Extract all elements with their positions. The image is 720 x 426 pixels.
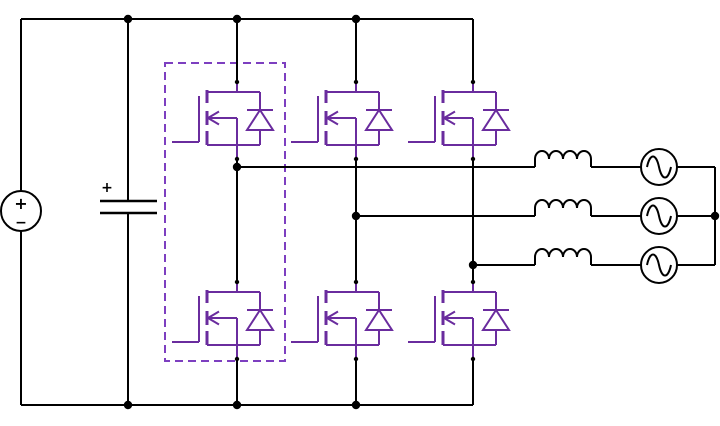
capacitor-plus-label: + bbox=[101, 180, 113, 196]
mosfet-q6-leg3-low bbox=[406, 278, 511, 363]
junction-dot bbox=[468, 260, 478, 270]
junction-dot bbox=[123, 14, 133, 24]
mosfet-q1-leg1-high bbox=[170, 78, 275, 163]
inductor-phase-c bbox=[534, 248, 592, 265]
sine-wave-icon bbox=[646, 155, 672, 179]
mosfet-q5-leg3-high bbox=[406, 78, 511, 163]
sine-wave-icon bbox=[646, 253, 672, 277]
ac-source-phase-c bbox=[640, 246, 678, 284]
mosfet-q3-leg2-high bbox=[289, 78, 394, 163]
junction-dot bbox=[351, 211, 361, 221]
ac-source-circle bbox=[640, 197, 678, 235]
junction-dots bbox=[123, 14, 720, 410]
junction-dot bbox=[232, 14, 242, 24]
junction-dot bbox=[232, 400, 242, 410]
dc-source-plus-label: + bbox=[14, 194, 27, 213]
junction-dot bbox=[351, 14, 361, 24]
junction-dot bbox=[123, 400, 133, 410]
ac-source-circle bbox=[640, 246, 678, 284]
inductor-phase-a bbox=[534, 150, 592, 167]
sine-wave-icon bbox=[646, 204, 672, 228]
inductor-phase-b bbox=[534, 199, 592, 216]
dc-link-capacitor: + bbox=[100, 180, 157, 215]
dc-voltage-source: + − bbox=[0, 190, 42, 232]
dc-source-circle bbox=[0, 190, 42, 232]
mosfet-q2-leg1-low bbox=[170, 278, 275, 363]
ac-source-circle bbox=[640, 148, 678, 186]
dc-source-minus-label: − bbox=[15, 215, 27, 231]
highlight-dashed-box bbox=[164, 62, 286, 362]
junction-dot bbox=[351, 400, 361, 410]
mosfet-q4-leg2-low bbox=[289, 278, 394, 363]
ac-source-phase-a bbox=[640, 148, 678, 186]
junction-dot bbox=[232, 162, 242, 172]
ac-source-phase-b bbox=[640, 197, 678, 235]
junction-dot bbox=[710, 211, 720, 221]
